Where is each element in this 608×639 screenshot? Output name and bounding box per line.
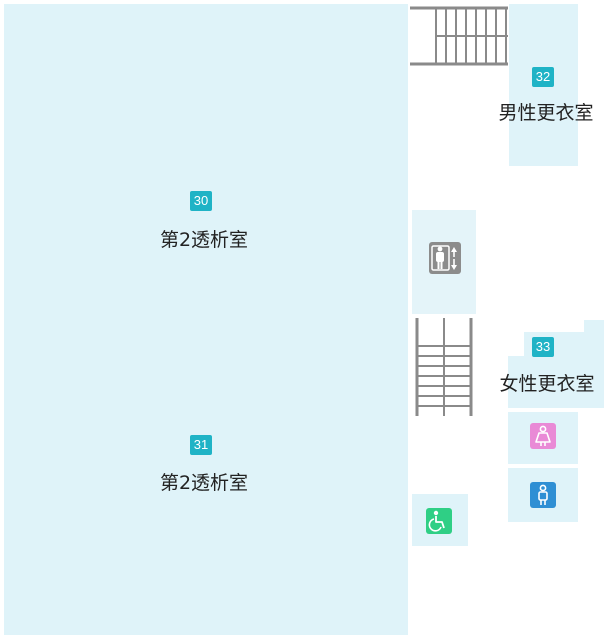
room-name-31: 第2透析室 [159,472,249,494]
room-name-32: 男性更衣室 [498,102,594,124]
mens-restroom-icon [530,482,556,508]
room-name-30: 第2透析室 [159,229,249,251]
stairs-icon [415,318,473,416]
elevator-icon [429,242,461,274]
womens-changing-room[interactable] [508,356,604,408]
stairs-icon [410,6,508,66]
room-number-33: 33 [532,337,554,357]
womens-changing-room-top-right [584,320,604,358]
room-number-30: 30 [190,191,212,211]
room-number-31: 31 [190,435,212,455]
stairs-middle[interactable] [414,318,474,416]
stairs-top[interactable] [410,6,508,66]
womens-restroom-icon [530,423,556,449]
room-number-32: 32 [532,67,554,87]
room-name-33: 女性更衣室 [499,373,595,395]
accessible-restroom-icon [426,508,452,534]
dialysis-room-2-block[interactable] [4,4,408,635]
